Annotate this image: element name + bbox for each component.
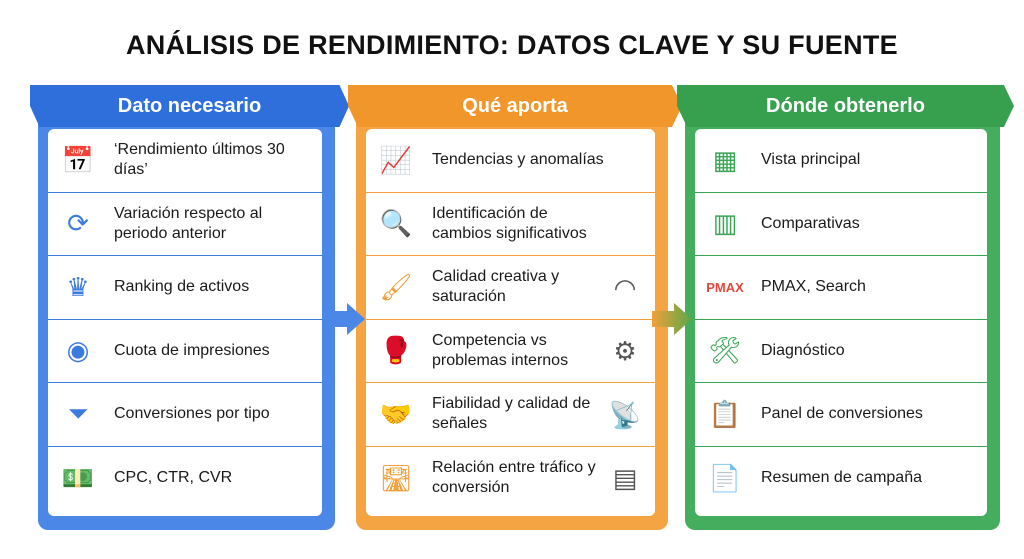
landing-page-icon: ▤: [612, 463, 638, 493]
paintbrush-icon: 🖌: [379, 271, 413, 302]
item-label: Variación respecto al periodo anterior: [114, 204, 263, 242]
column-dato-necesario: Dato necesario 📅 ‘Rendimiento últimos 30 …: [30, 85, 349, 530]
compare-charts-icon: ▥: [712, 208, 738, 239]
list-item: 🛠 Diagnóstico: [695, 320, 987, 383]
item-label: Resumen de campaña: [761, 469, 922, 487]
item-label: Tendencias y anomalías: [432, 151, 604, 169]
eye-pie-icon: ◉: [66, 335, 90, 366]
item-label: Diagnóstico: [761, 341, 845, 359]
column-donde-obtenerlo: Dónde obtenerlo ▦ Vista principal ▥ Compara…: [677, 85, 1014, 530]
item-label: Comparativas: [761, 214, 860, 232]
item-label: PMAX, Search: [761, 278, 866, 296]
report-icon: 📄: [708, 462, 742, 493]
list-item: ⏷ Conversiones por tipo: [48, 383, 322, 447]
item-label: ‘Rendimiento últimos 30 días’: [114, 141, 285, 179]
signal-tower-icon: 📡: [608, 399, 642, 430]
item-label: Competencia vs problemas internos: [432, 331, 569, 369]
list-item: ⟳ Variación respecto al periodo anterior: [48, 193, 322, 256]
list-item: 📋 Panel de conversiones: [695, 383, 987, 447]
column-panel: 📈 Tendencias y anomalías 🔍 Identificación d…: [366, 129, 655, 516]
pmax-search-icon: PMAX: [706, 279, 744, 295]
item-label: Fiabilidad y calidad de señales: [432, 395, 591, 433]
trend-chart-icon: 📈: [379, 144, 413, 175]
list-item: 🔍 Identificación de cambios significativo…: [366, 193, 655, 256]
crown-list-icon: ♛: [66, 271, 90, 302]
boxers-icon: 🥊: [379, 335, 413, 366]
list-item: PMAX PMAX, Search: [695, 256, 987, 320]
list-item: ▥ Comparativas: [695, 193, 987, 256]
list-item: 💵 CPC, CTR, CVR: [48, 447, 322, 511]
item-label: Vista principal: [761, 151, 861, 169]
list-item: 📄 Resumen de campaña: [695, 447, 987, 511]
road-icon: 🛣: [379, 462, 413, 493]
handshake-icon: 🤝: [379, 398, 413, 429]
list-item: 🛣 Relación entre tráfico y conversión ▤: [366, 447, 655, 511]
column-header: Dónde obtenerlo: [677, 85, 1014, 127]
list-item: 🤝 Fiabilidad y calidad de señales 📡: [366, 383, 655, 447]
gear-icon: ⚙: [613, 336, 637, 366]
column-que-aporta: Qué aporta 📈 Tendencias y anomalías 🔍 Ident…: [348, 85, 682, 530]
list-item: ♛ Ranking de activos: [48, 256, 322, 320]
list-item: ◉ Cuota de impresiones: [48, 320, 322, 383]
item-label: Panel de conversiones: [761, 405, 923, 423]
list-item: ▦ Vista principal: [695, 129, 987, 193]
item-label: Cuota de impresiones: [114, 341, 270, 359]
gauge-icon: ◠: [613, 272, 637, 303]
column-panel: 📅 ‘Rendimiento últimos 30 días’ ⟳ Variación…: [48, 129, 322, 516]
item-label: Calidad creativa y saturación: [432, 268, 560, 306]
clipboard-check-icon: 📋: [708, 398, 742, 429]
list-item: 📈 Tendencias y anomalías: [366, 129, 655, 193]
list-item: 📅 ‘Rendimiento últimos 30 días’: [48, 129, 322, 193]
item-label: Ranking de activos: [114, 278, 250, 296]
calendar-chart-icon: 📅: [61, 144, 95, 175]
dashboard-icon: ▦: [712, 144, 738, 175]
page-title: ANÁLISIS DE RENDIMIENTO: DATOS CLAVE Y S…: [126, 30, 898, 60]
item-label: CPC, CTR, CVR: [114, 469, 233, 487]
column-header: Dato necesario: [30, 85, 349, 127]
magnifier-icon: 🔍: [379, 208, 413, 239]
item-label: Conversiones por tipo: [114, 405, 270, 423]
list-item: 🖌 Calidad creativa y saturación ◠: [366, 256, 655, 320]
item-label: Identificación de cambios significativos: [432, 204, 587, 242]
tools-check-icon: 🛠: [708, 335, 742, 366]
list-item: 🥊 Competencia vs problemas internos ⚙: [366, 320, 655, 383]
refresh-icon: ⟳: [67, 208, 89, 239]
column-header: Qué aporta: [348, 85, 682, 127]
funnel-icon: ⏷: [67, 398, 89, 429]
money-click-icon: 💵: [61, 462, 95, 493]
item-label: Relación entre tráfico y conversión: [432, 459, 596, 497]
